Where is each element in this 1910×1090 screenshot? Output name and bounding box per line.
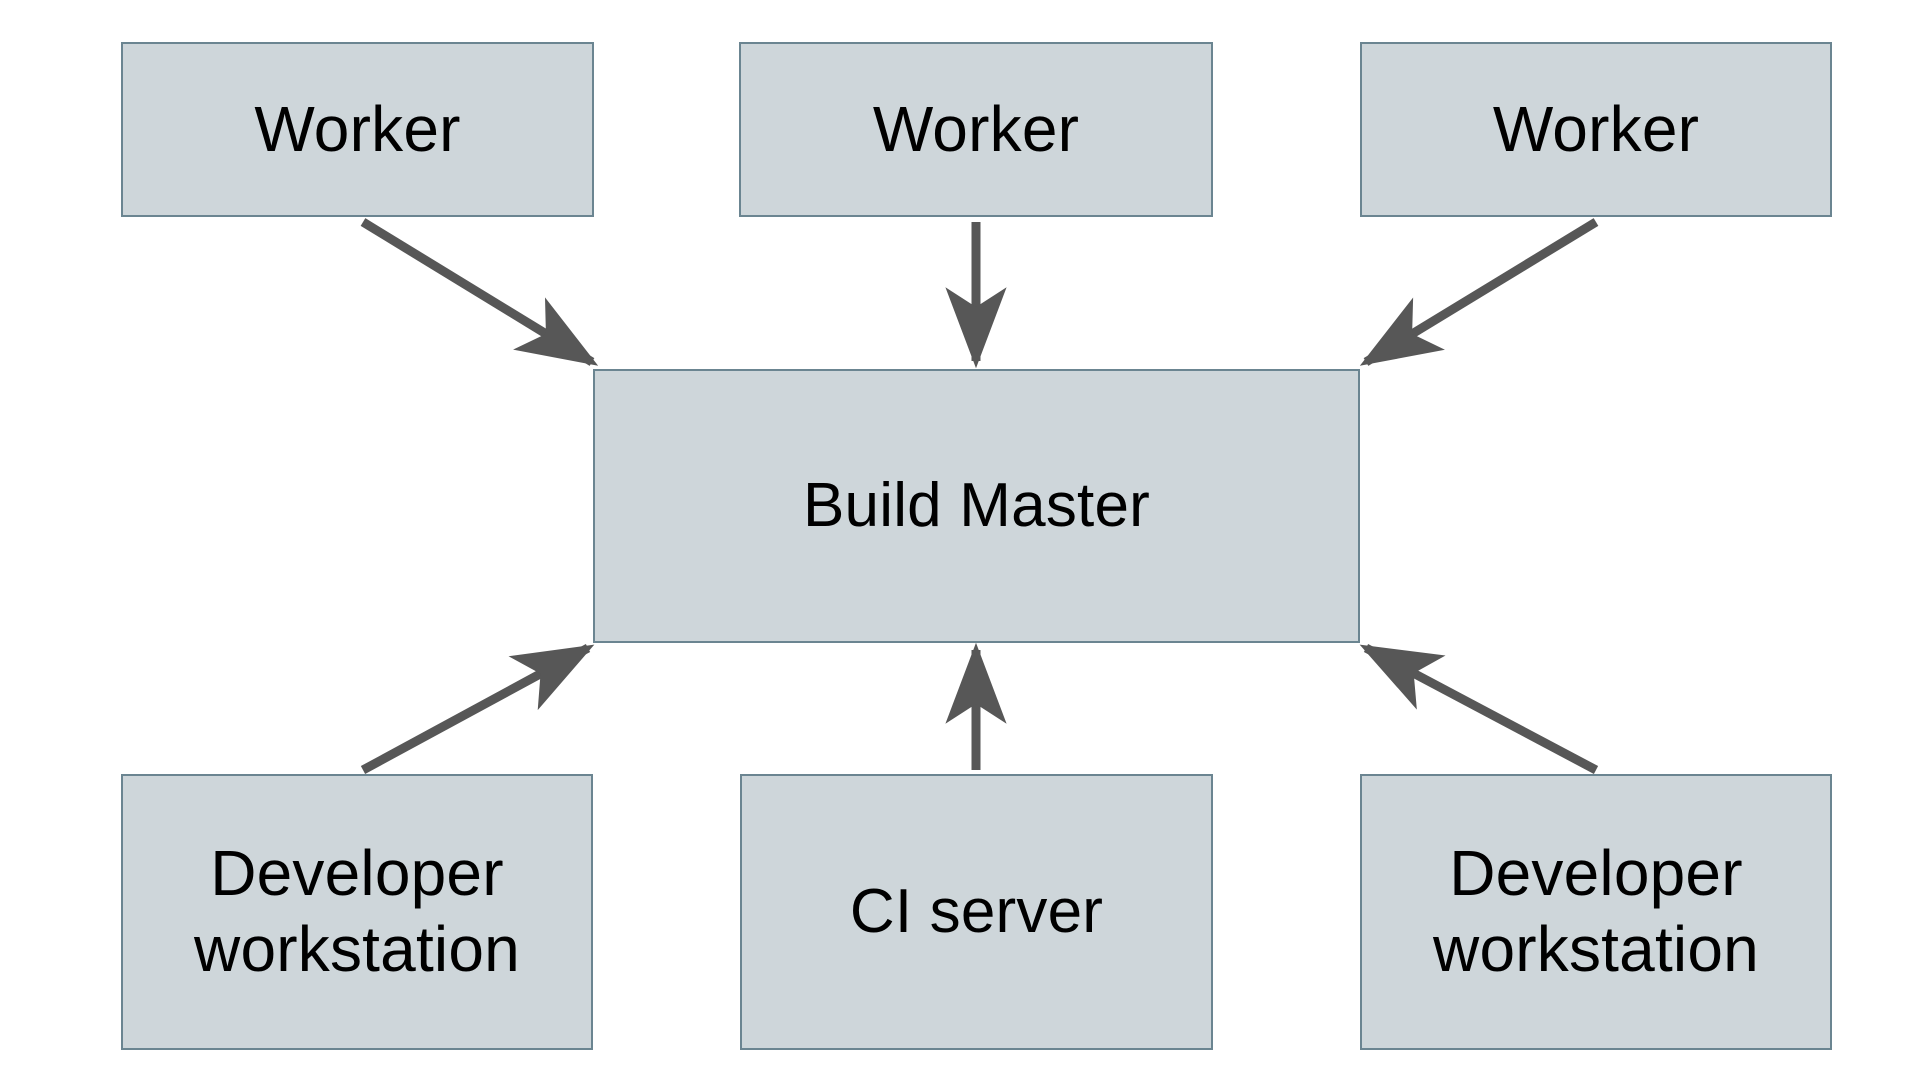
node-ci-server[interactable]: CI server <box>740 774 1213 1050</box>
node-worker-1-label: Worker <box>254 92 461 165</box>
edge-dev-left-to-master <box>360 644 595 774</box>
node-developer-workstation-right-label: Developer workstation <box>1433 837 1759 985</box>
node-worker-3[interactable]: Worker <box>1360 42 1832 217</box>
node-developer-workstation-left-label: Developer workstation <box>194 837 520 985</box>
node-worker-1[interactable]: Worker <box>121 42 594 217</box>
edge-worker-3-to-master <box>1359 218 1599 366</box>
node-worker-2[interactable]: Worker <box>739 42 1213 217</box>
node-build-master[interactable]: Build Master <box>593 369 1360 643</box>
node-build-master-label: Build Master <box>803 471 1150 541</box>
edge-worker-1-to-master <box>360 218 599 366</box>
node-worker-3-label: Worker <box>1492 92 1700 165</box>
node-ci-server-label: CI server <box>849 877 1104 947</box>
node-worker-2-label: Worker <box>872 92 1080 165</box>
node-developer-workstation-left[interactable]: Developer workstation <box>121 774 593 1050</box>
node-developer-workstation-right[interactable]: Developer workstation <box>1360 774 1832 1050</box>
edge-dev-right-to-master <box>1359 644 1599 774</box>
